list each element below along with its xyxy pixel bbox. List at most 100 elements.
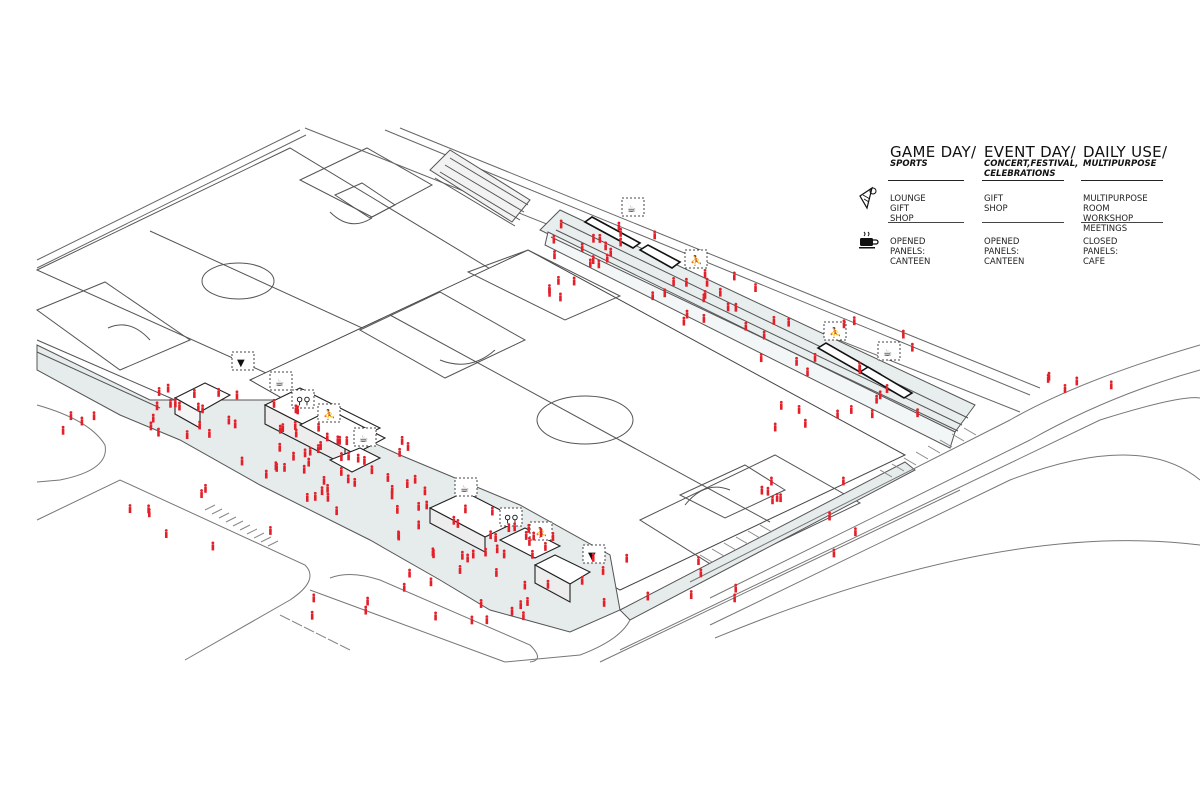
person-figure [609, 247, 613, 257]
person-figure [275, 462, 279, 472]
people-figures [61, 219, 1113, 625]
person-figure [744, 321, 748, 331]
person-figure [204, 483, 207, 493]
legend-cell-daily-use-row-2: CLOSED PANELS: CAFE [1083, 237, 1119, 267]
person-figure [544, 541, 547, 551]
legend-rule [982, 180, 1064, 181]
person-figure [164, 529, 168, 539]
person-figure [519, 600, 523, 610]
person-figure [1063, 384, 1067, 393]
person-figure [546, 579, 550, 589]
person-figure [703, 289, 707, 299]
person-figure [775, 492, 779, 502]
person-figure [429, 577, 433, 587]
person-figure [235, 390, 239, 400]
person-figure [779, 493, 782, 503]
person-figure [870, 409, 874, 419]
person-figure [340, 452, 343, 462]
person-figure [326, 492, 330, 502]
person-figure [283, 462, 286, 472]
person-figure [597, 259, 601, 269]
person-figure [803, 418, 807, 428]
person-figure [434, 611, 437, 621]
person-figure [211, 541, 215, 551]
person-figure [524, 530, 528, 540]
person-figure [689, 590, 693, 600]
person-figure [313, 491, 317, 501]
person-figure [625, 553, 629, 563]
person-figure [619, 227, 623, 237]
person-figure [526, 597, 529, 606]
legend-cell-event-day-row-2: OPENED PANELS: CANTEEN [984, 237, 1025, 267]
person-figure [128, 504, 132, 514]
person-figure [572, 276, 576, 286]
person-figure [460, 550, 464, 560]
legend-subheading-daily-use: MULTIPURPOSE [1083, 159, 1157, 169]
person-figure [522, 611, 525, 621]
person-figure [320, 486, 324, 496]
person-figure [413, 474, 417, 484]
person-figure [345, 436, 349, 446]
person-figure [602, 597, 606, 607]
person-figure [335, 506, 339, 516]
person-figure [773, 422, 777, 432]
legend-heading-event-day: EVENT DAY/ [984, 143, 1076, 161]
person-figure [531, 549, 534, 559]
person-figure [806, 367, 809, 377]
person-figure [495, 544, 499, 554]
person-figure [759, 353, 763, 363]
person-figure [832, 548, 836, 558]
coffee-cup-icon: ☕ [883, 348, 892, 359]
person-figure [390, 484, 394, 494]
person-figure [293, 420, 297, 430]
runner-icon: ⛹ [323, 408, 335, 421]
person-figure [485, 615, 489, 625]
person-figure [539, 528, 543, 537]
person-figure [779, 400, 783, 410]
person-figure [901, 329, 905, 339]
person-figure [240, 456, 244, 466]
roads-south [36, 344, 1200, 663]
person-figure [551, 532, 555, 541]
person-figure [233, 419, 237, 429]
person-figure [431, 547, 435, 557]
person-figure [651, 291, 655, 301]
person-figure [858, 365, 862, 375]
north-grandstand [429, 149, 531, 227]
person-figure [771, 495, 774, 505]
person-figure [787, 317, 791, 327]
person-figure [754, 283, 757, 292]
person-figure [841, 476, 845, 486]
person-figure [200, 489, 203, 499]
person-figure [425, 500, 429, 510]
person-figure [149, 421, 153, 431]
person-figure [317, 422, 320, 432]
person-figure [178, 401, 181, 411]
person-figure [828, 511, 831, 521]
person-figure [303, 448, 307, 458]
person-figure [464, 504, 467, 514]
person-figure [878, 390, 882, 400]
person-figure [308, 446, 312, 456]
person-figure [363, 455, 366, 465]
person-figure [452, 515, 456, 525]
person-figure [1046, 373, 1050, 383]
person-figure [548, 287, 551, 297]
legend-rule [1081, 180, 1163, 181]
person-figure [490, 506, 494, 516]
person-figure [770, 476, 773, 486]
person-figure [1075, 376, 1079, 386]
person-figure [364, 605, 368, 615]
person-figure [591, 255, 595, 264]
legend-row-divider [888, 222, 964, 223]
person-figure [456, 518, 460, 528]
person-figure [580, 575, 584, 585]
person-figure [366, 596, 370, 606]
person-figure [591, 552, 595, 562]
person-figure [398, 447, 402, 457]
person-figure [685, 277, 688, 287]
person-figure [207, 428, 211, 438]
person-figure [617, 221, 621, 231]
person-figure [699, 568, 703, 578]
